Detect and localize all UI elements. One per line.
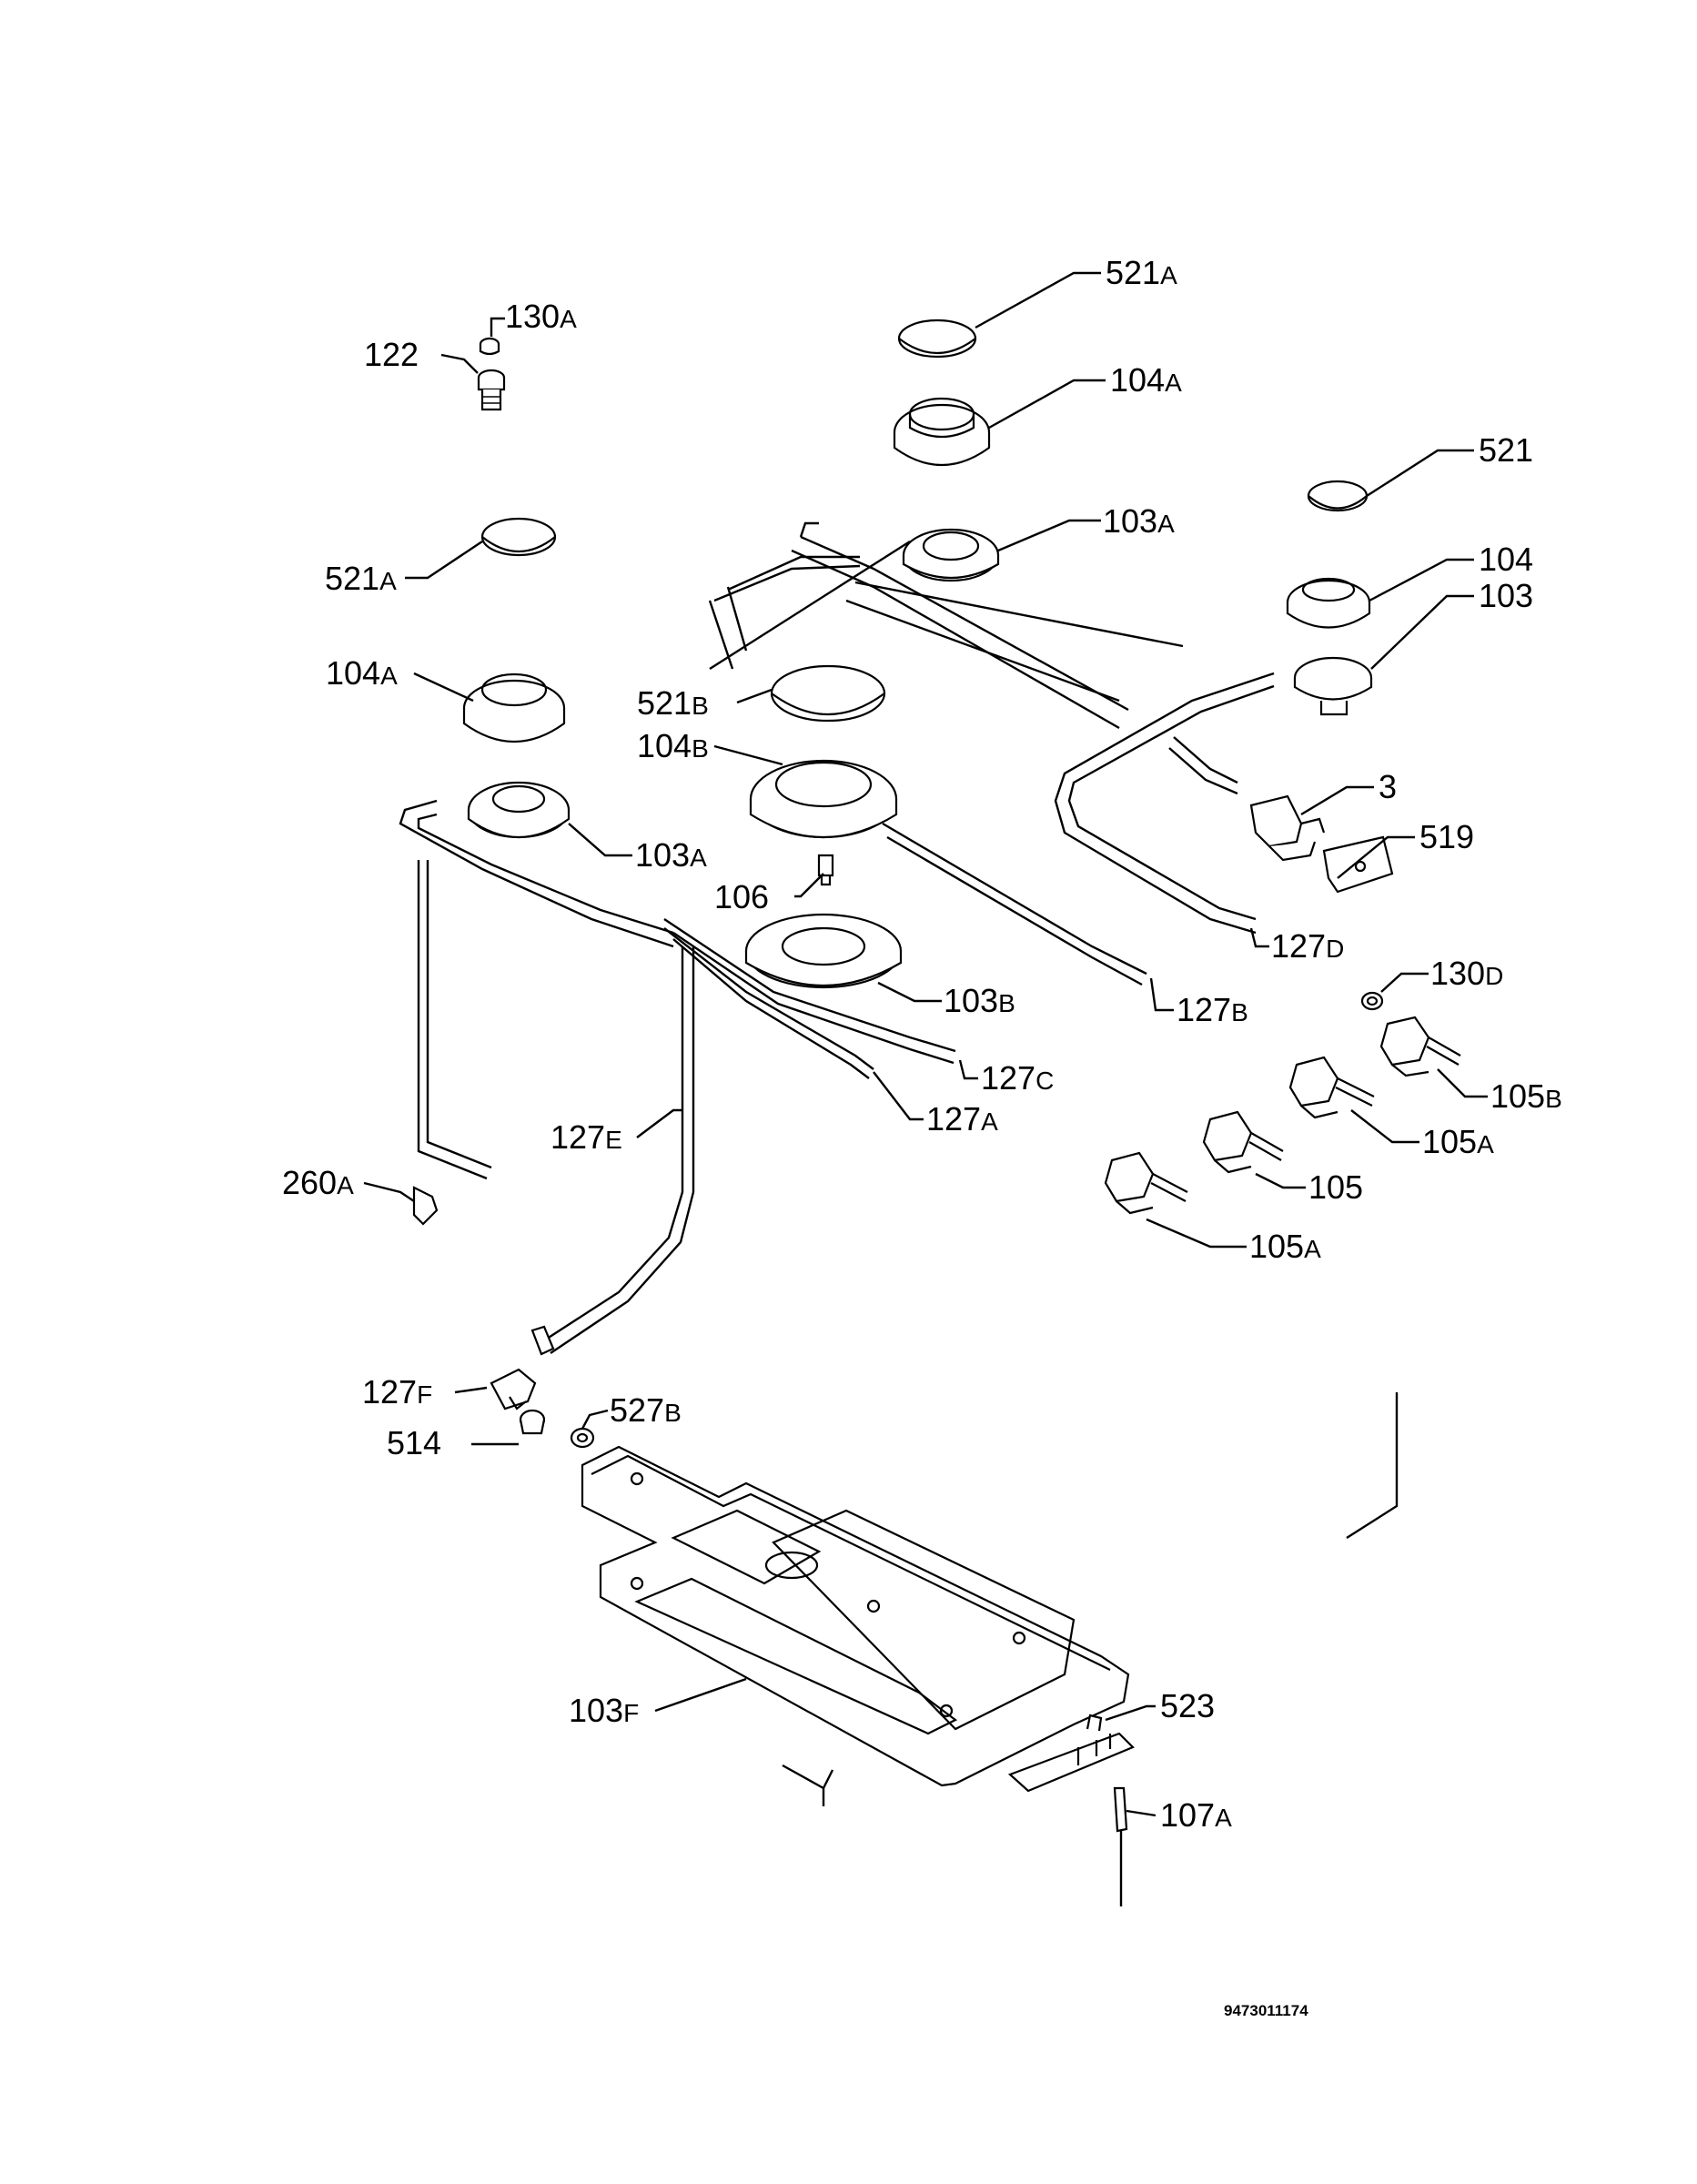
- label-127e: 127E: [551, 1118, 622, 1156]
- view-corner-markers: [782, 1392, 1399, 1806]
- label-104-right: 104: [1479, 541, 1533, 578]
- small-fittings: [412, 337, 1394, 1449]
- label-127f: 127F: [362, 1373, 432, 1410]
- burner-cap-521b: [770, 664, 886, 723]
- part-labels: 521A 104A 521 103A 104 103 130A 122 521A…: [282, 254, 1562, 1834]
- label-130a: 130A: [505, 298, 577, 335]
- gas-rail-pipes: [399, 521, 1275, 1356]
- injector-106: [817, 854, 834, 886]
- burner-head-104a-left: [462, 672, 566, 743]
- burner-head-104b: [749, 759, 898, 839]
- label-103f: 103F: [569, 1692, 639, 1729]
- burner-parts: [462, 318, 1373, 989]
- label-103b: 103B: [944, 982, 1015, 1019]
- label-127b: 127B: [1177, 991, 1248, 1028]
- leader-lines: [363, 271, 1488, 1817]
- document-number: 9473011174: [1224, 2002, 1308, 2019]
- label-521-right: 521: [1479, 431, 1533, 469]
- burner-cup-103a-left: [467, 781, 571, 839]
- label-130d: 130D: [1430, 955, 1503, 992]
- clip-260a: [412, 1186, 439, 1226]
- label-519: 519: [1419, 818, 1474, 855]
- label-122: 122: [364, 336, 419, 373]
- label-104b: 104B: [637, 727, 709, 764]
- washer-130a: [479, 337, 500, 356]
- gas-tap-105b: [1379, 1016, 1461, 1077]
- burner-cap-521a-left: [480, 517, 557, 557]
- elbow-127f: [490, 1368, 537, 1410]
- thermocouple-107a: [1113, 1786, 1128, 1906]
- label-103a-top: 103A: [1103, 502, 1175, 540]
- label-105a-upper: 105A: [1422, 1123, 1494, 1160]
- nut-130d: [1360, 991, 1384, 1011]
- label-260a: 260A: [282, 1164, 354, 1201]
- burner-cup-103a-top: [902, 528, 1000, 582]
- gas-tap-105: [1202, 1110, 1284, 1174]
- safety-valve-3: [1249, 794, 1326, 862]
- label-105: 105: [1308, 1168, 1363, 1206]
- burner-cup-103b: [744, 913, 903, 989]
- label-127a: 127A: [926, 1100, 998, 1138]
- label-103a-left: 103A: [635, 836, 707, 874]
- label-521a-left: 521A: [325, 560, 397, 597]
- fitting-514: [519, 1409, 546, 1435]
- gas-tap-105a-lower: [1104, 1151, 1188, 1215]
- label-107a: 107A: [1160, 1796, 1232, 1834]
- ignition-block-523: [1007, 1714, 1135, 1793]
- fitting-122: [477, 369, 506, 411]
- burner-cap-521a-top: [897, 318, 977, 359]
- label-527b: 527B: [610, 1391, 682, 1429]
- label-521a-top: 521A: [1106, 254, 1177, 291]
- plate-519: [1322, 835, 1394, 894]
- burner-cup-103-right: [1293, 656, 1373, 716]
- burner-head-104a-top: [893, 397, 991, 466]
- label-105a-lower: 105A: [1249, 1228, 1321, 1265]
- base-plate-103f: [581, 1445, 1130, 1787]
- nut-527b: [570, 1427, 595, 1449]
- label-127c: 127C: [981, 1059, 1054, 1097]
- label-521b: 521B: [637, 684, 709, 722]
- label-104a-left: 104A: [326, 654, 398, 692]
- gas-tap-105a-upper: [1288, 1056, 1375, 1119]
- gas-taps: [1104, 1016, 1461, 1215]
- label-104a-top: 104A: [1110, 361, 1182, 399]
- burner-head-104-right: [1286, 577, 1371, 629]
- label-3: 3: [1379, 768, 1397, 805]
- label-127d: 127D: [1271, 927, 1344, 965]
- label-514: 514: [387, 1424, 441, 1461]
- label-523: 523: [1160, 1687, 1215, 1724]
- label-106: 106: [714, 878, 769, 915]
- burner-cap-521-right: [1307, 480, 1369, 512]
- label-105b: 105B: [1490, 1077, 1562, 1115]
- label-103-right: 103: [1479, 577, 1533, 614]
